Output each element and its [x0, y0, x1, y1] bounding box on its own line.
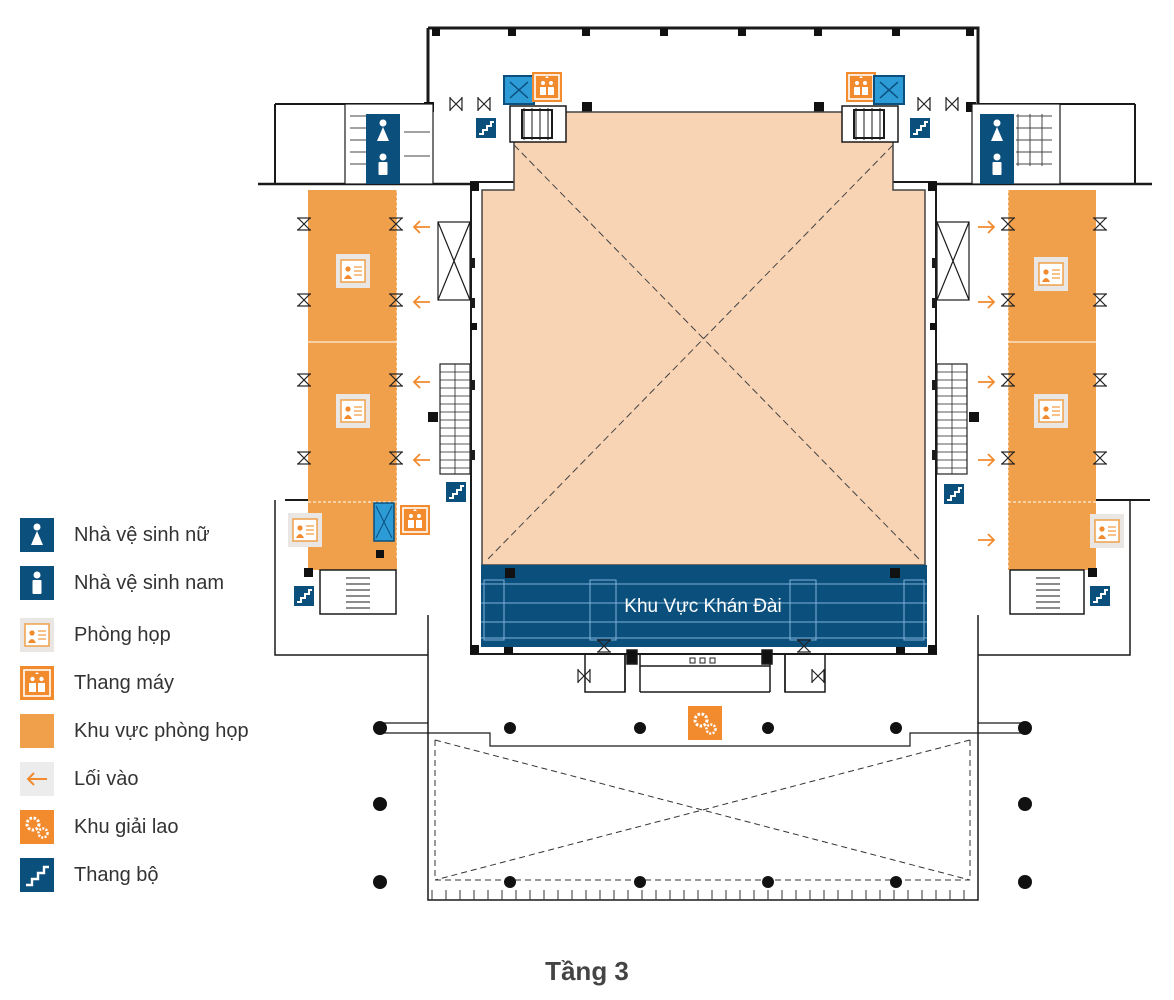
female-restroom-icon	[20, 518, 54, 552]
top-right-core	[841, 71, 905, 143]
grandstand-area: Khu Vực Khán Đài	[481, 565, 927, 647]
building-outline	[258, 26, 1152, 901]
meeting-room-icon	[20, 618, 54, 652]
legend-item-break-area: Khu giải lao	[20, 810, 179, 844]
legend-label: Nhà vệ sinh nam	[74, 571, 225, 594]
legend-label: Khu giải lao	[74, 815, 179, 838]
service-room-marks	[689, 657, 716, 664]
top-left-core	[503, 71, 567, 143]
right-restroom-block	[971, 103, 1061, 185]
legend-item-elevator: Thang máy	[20, 666, 174, 700]
plaza-edge-ticks	[431, 890, 965, 900]
stairs-icon	[20, 858, 54, 892]
break-area-marker	[688, 706, 722, 740]
right-meeting-area	[1000, 190, 1125, 615]
meeting-area-icon	[20, 714, 54, 748]
left-entrance-arrows	[413, 220, 431, 467]
legend-item-stairs: Thang bộ	[20, 858, 159, 892]
grandstand-label: Khu Vực Khán Đài	[624, 596, 781, 617]
left-meeting-area	[287, 190, 431, 615]
entrance-arrow-icon	[20, 762, 54, 796]
stairs-marker-left-lower	[293, 585, 315, 607]
legend-label: Thang bộ	[74, 863, 159, 886]
legend-label: Nhà vệ sinh nữ	[74, 523, 210, 546]
break-area-icon	[20, 810, 54, 844]
legend-item-entrance: Lối vào	[20, 762, 139, 796]
right-entrance-arrows	[977, 220, 995, 547]
legend-label: Thang máy	[74, 671, 175, 694]
legend-item-meeting-area: Khu vực phòng họp	[20, 714, 249, 748]
stairs-marker-top-left	[475, 117, 497, 139]
stairs-marker-hall-right	[943, 483, 965, 505]
legend-label: Lối vào	[74, 767, 139, 790]
stairs-marker-right-lower	[1089, 585, 1111, 607]
stairs-marker-hall-left	[445, 481, 467, 503]
legend-item-male-restroom: Nhà vệ sinh nam	[20, 566, 224, 600]
legend-item-female-restroom: Nhà vệ sinh nữ	[20, 518, 210, 552]
plaza-columns	[373, 721, 1032, 889]
elevator-icon	[20, 666, 54, 700]
male-restroom-icon	[20, 566, 54, 600]
legend-label: Phòng họp	[74, 623, 171, 646]
left-restroom-block	[344, 103, 434, 185]
legend-label: Khu vực phòng họp	[74, 719, 249, 742]
legend-item-meeting-room: Phòng họp	[20, 618, 171, 652]
service-rooms	[584, 649, 826, 693]
stairs-marker-top-right	[909, 117, 931, 139]
floor-title: Tầng 3	[545, 956, 629, 986]
plaza-cross	[434, 739, 971, 881]
